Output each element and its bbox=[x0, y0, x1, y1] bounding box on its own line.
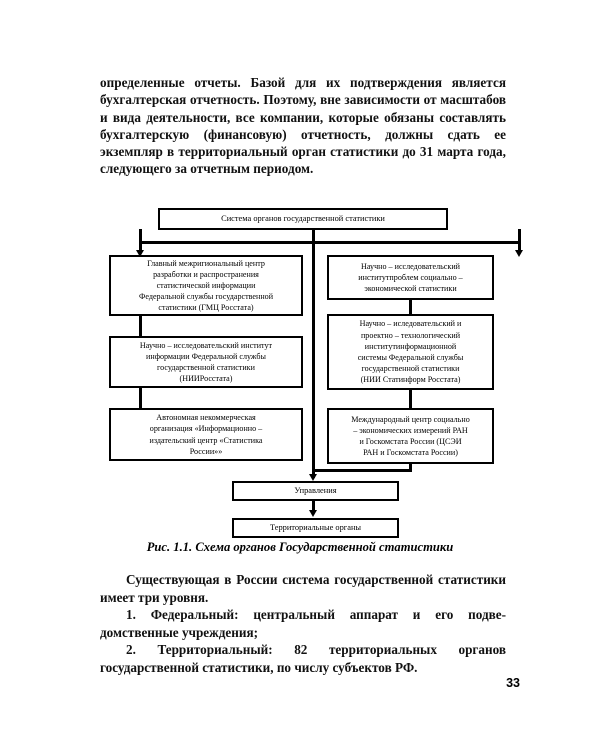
lower-paragraph-2: 1. Федеральный: центральный аппарат и ег… bbox=[100, 607, 506, 640]
connector-right-1-to-2 bbox=[409, 300, 412, 314]
lower-paragraph-1: Существующая в России система государств… bbox=[100, 572, 506, 605]
lower-paragraphs: Существующая в России система государств… bbox=[100, 571, 506, 677]
diagram-node-root[interactable]: Система органов государственной статисти… bbox=[158, 208, 448, 230]
connector-root-left-drop bbox=[139, 229, 142, 243]
connector-root-bus bbox=[139, 241, 521, 244]
connector-bus-to-upravleniya bbox=[312, 469, 412, 472]
connector-root-to-right-col bbox=[518, 241, 521, 253]
diagram-node-nii-rosstata-label: Научно – исследовательский институт инфо… bbox=[139, 340, 273, 384]
diagram-node-upravleniya[interactable]: Управления bbox=[232, 481, 399, 501]
diagram-node-mezhdunarodny-centr[interactable]: Международный центр социально – экономич… bbox=[327, 408, 494, 464]
diagram-node-gmc-rosstata[interactable]: Главный межригиональный центр разработки… bbox=[109, 255, 303, 316]
diagram-node-nii-statinform-rosstata[interactable]: Научно – иследовательский и проектно – т… bbox=[327, 314, 494, 390]
lower-paragraph-3: 2. Территориальный: 82 территориальных о… bbox=[100, 642, 506, 675]
connector-left-2-to-3 bbox=[139, 388, 142, 408]
diagram-node-nii-problem-ses-label: Научно – исследовательский институтпробл… bbox=[358, 261, 463, 294]
connector-root-center-spine bbox=[312, 230, 315, 478]
connector-left-1-to-2 bbox=[139, 316, 142, 336]
page-number: 33 bbox=[506, 676, 520, 690]
arrow-upravleniya-to-territorialnye bbox=[308, 510, 317, 517]
diagram-node-territorialnye-organy-label: Территориальные органы bbox=[269, 523, 362, 533]
top-paragraph: определенные отчеты. Базой для их подтве… bbox=[100, 75, 506, 177]
diagram-node-ano-statistika-rossii[interactable]: Автономная некоммерческая организация «И… bbox=[109, 408, 303, 461]
connector-right-2-to-3 bbox=[409, 390, 412, 408]
diagram-node-ano-statistika-rossii-label: Автономная некоммерческая организация «И… bbox=[149, 413, 263, 456]
diagram-node-nii-rosstata[interactable]: Научно – исследовательский институт инфо… bbox=[109, 336, 303, 388]
diagram-node-nii-statinform-rosstata-label: Научно – иследовательский и проектно – т… bbox=[357, 319, 464, 385]
diagram-node-gmc-rosstata-label: Главный межригиональный центр разработки… bbox=[138, 258, 274, 313]
arrow-center-to-upravleniya bbox=[308, 474, 317, 481]
connector-root-to-left-col bbox=[139, 241, 142, 253]
diagram-node-mezhdunarodny-centr-label: Международный центр социально – экономич… bbox=[351, 414, 470, 458]
connector-right-col-to-bus bbox=[409, 464, 412, 472]
diagram-node-nii-problem-ses[interactable]: Научно – исследовательский институтпробл… bbox=[327, 255, 494, 300]
connector-upravleniya-to-territorialnye bbox=[312, 501, 315, 513]
diagram-node-territorialnye-organy[interactable]: Территориальные органы bbox=[232, 518, 399, 538]
diagram-node-upravleniya-label: Управления bbox=[294, 486, 337, 496]
diagram-node-root-label: Система органов государственной статисти… bbox=[221, 214, 385, 224]
connector-root-right-drop bbox=[518, 229, 521, 243]
arrow-root-to-right-col bbox=[515, 250, 524, 257]
figure-caption: Рис. 1.1. Схема органов Государственной … bbox=[146, 540, 454, 554]
